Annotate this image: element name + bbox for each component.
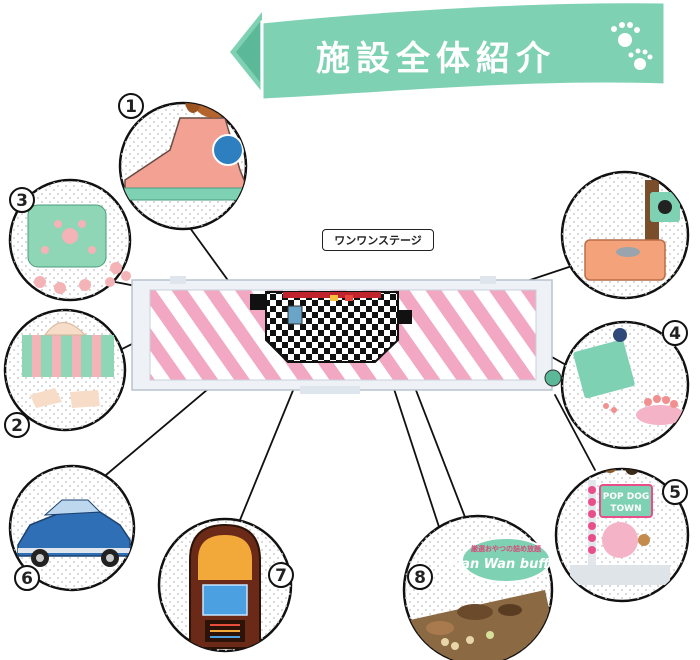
facility-5: POP DOG TOWN 5 xyxy=(554,467,690,603)
badge-8: 8 xyxy=(414,568,426,588)
facility-3: 3 xyxy=(8,178,132,302)
pop-dog-sign-line2: TOWN xyxy=(610,504,641,514)
paw-cushion-icon xyxy=(27,204,107,294)
tissue-box-icon xyxy=(22,322,114,408)
title: 施設全体紹介 xyxy=(316,39,556,79)
badge-2: 2 xyxy=(11,416,23,436)
badge-5: 5 xyxy=(669,483,681,503)
pop-dog-sign-line1: POP DOG xyxy=(603,492,650,502)
water-fountain-icon xyxy=(584,180,680,281)
facility-water-station xyxy=(560,170,690,300)
facility-2: 2 xyxy=(3,308,127,438)
facility-1: 1 xyxy=(118,93,248,231)
pop-dog-town-sign-icon: POP DOG TOWN xyxy=(570,469,670,585)
jukebox-icon xyxy=(189,523,261,649)
buffet-sign-line2: Wan Wan buffet xyxy=(448,557,565,572)
facility-8: 厳選おやつの詰め放題 Wan Wan buffet 8 xyxy=(402,514,565,660)
floor-plan-icon-5 xyxy=(544,369,562,387)
paw-icon xyxy=(611,22,653,70)
stage-area xyxy=(250,291,412,363)
facility-6: 6 xyxy=(8,464,136,592)
floor-plan xyxy=(131,276,562,394)
badge-4: 4 xyxy=(669,324,681,344)
dog-food-box-icon xyxy=(573,328,684,425)
title-ribbon: 施設全体紹介 xyxy=(230,0,667,102)
facility-4: 4 xyxy=(560,320,690,450)
badge-3: 3 xyxy=(16,191,28,211)
badge-6: 6 xyxy=(21,569,33,589)
stage-label: ワンワンステージ xyxy=(322,229,434,251)
buffet-sign: 厳選おやつの詰め放題 Wan Wan buffet xyxy=(448,537,565,583)
facility-7: 7 xyxy=(157,517,294,653)
vintage-car-icon xyxy=(17,499,131,567)
buffet-sign-line1: 厳選おやつの詰め放題 xyxy=(471,544,542,553)
flower-icon xyxy=(105,262,131,287)
badge-1: 1 xyxy=(125,97,137,117)
badge-7: 7 xyxy=(275,566,287,586)
buffet-snacks-icon xyxy=(410,590,552,660)
